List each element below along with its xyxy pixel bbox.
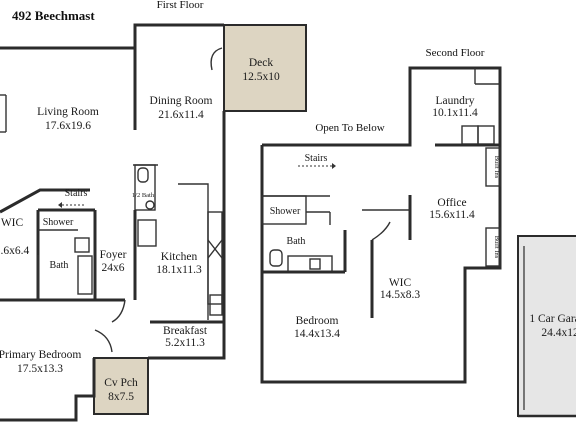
wic-second-name: WIC xyxy=(389,277,412,289)
first-bath-vanity xyxy=(77,255,93,295)
garage-dims: 24.4x12 xyxy=(541,327,576,339)
half-bath-toilet xyxy=(137,167,149,183)
built-ins-top-label: Built Ins xyxy=(493,156,500,179)
stairs-arrow-first xyxy=(58,202,62,208)
primary-bedroom-name: Primary Bedroom xyxy=(0,349,81,361)
living-room-dims: 17.6x19.6 xyxy=(45,120,91,132)
first-floor-top-wall xyxy=(0,23,224,50)
built-ins-top-cabinet xyxy=(485,147,501,187)
stairs-second-label: Stairs xyxy=(305,153,328,164)
second-floor-header: Second Floor xyxy=(426,47,485,59)
second-floor xyxy=(260,66,502,384)
built-ins-bottom-label: Built Ins xyxy=(493,236,500,259)
wic-second-dims: 14.5x8.3 xyxy=(380,289,421,301)
covered-porch-area xyxy=(93,357,149,415)
kitchen-dims: 18.1x11.3 xyxy=(156,264,202,276)
deck-name: Deck xyxy=(249,57,274,69)
front-door-swing xyxy=(94,329,113,353)
half-bath-label: 1/2 Bath xyxy=(132,192,155,199)
deck-area xyxy=(223,24,307,112)
living-room-name: Living Room xyxy=(37,106,99,118)
second-bath-toilet xyxy=(269,249,283,267)
second-floor-labels: Laundry 10.1x11.4 Stairs Shower Bath Off… xyxy=(270,95,500,340)
laundry-dims: 10.1x11.4 xyxy=(432,107,478,119)
first-floor xyxy=(0,23,307,422)
foyer-dims: 24x6 xyxy=(102,262,125,274)
primary-bedroom-dims: 17.5x13.3 xyxy=(17,363,63,375)
first-floor-right-wall xyxy=(148,111,226,360)
wic-first-name: WIC xyxy=(1,217,24,229)
first-bath-toilet xyxy=(74,237,90,253)
cv-pch-dims: 8x7.5 xyxy=(108,391,134,403)
office-dims: 15.6x11.4 xyxy=(429,209,475,221)
half-bath-room xyxy=(134,164,156,211)
first-floor-bottom-wall xyxy=(0,358,96,422)
foyer-name: Foyer xyxy=(100,249,127,261)
wic-first-dims: 5.6x6.4 xyxy=(0,245,30,257)
garage-area xyxy=(517,235,576,417)
first-floor-header: First Floor xyxy=(157,0,204,11)
shower-first-label: Shower xyxy=(43,217,74,228)
garage: 1 Car Garage 24.4x12 xyxy=(517,235,576,418)
bedroom-dims: 14.4x13.4 xyxy=(294,328,340,340)
plan-title: 492 Beechmast xyxy=(12,8,95,23)
office-name: Office xyxy=(437,197,466,209)
stairs-arrow-second xyxy=(332,163,336,169)
deck-door-swing xyxy=(210,47,223,71)
open-to-below-label: Open To Below xyxy=(315,122,384,134)
kitchen-name: Kitchen xyxy=(161,251,198,263)
first-floor-labels: Living Room 17.6x19.6 Dining Room 21.6x1… xyxy=(0,57,280,403)
dining-room-dims: 21.6x11.4 xyxy=(158,109,204,121)
breakfast-dims: 5.2x11.3 xyxy=(165,337,205,349)
cv-pch-name: Cv Pch xyxy=(104,377,138,389)
dining-room-name: Dining Room xyxy=(150,95,213,107)
deck-dims: 12.5x10 xyxy=(242,71,280,83)
bedroom-name: Bedroom xyxy=(296,315,339,327)
shower-second-label: Shower xyxy=(270,206,301,217)
second-floor-outer-wall xyxy=(260,66,502,384)
bath-second-label: Bath xyxy=(287,236,306,247)
laundry-name: Laundry xyxy=(436,95,475,107)
washer xyxy=(461,125,479,145)
second-shower xyxy=(261,195,307,225)
bath-first-label: Bath xyxy=(50,260,69,271)
stairs-first-label: Stairs xyxy=(65,188,88,199)
kitchen-counter xyxy=(207,211,223,305)
dryer xyxy=(477,125,495,145)
built-ins-bottom-cabinet xyxy=(485,227,501,267)
breakfast-name: Breakfast xyxy=(163,325,208,337)
garage-name: 1 Car Garage xyxy=(529,313,576,325)
